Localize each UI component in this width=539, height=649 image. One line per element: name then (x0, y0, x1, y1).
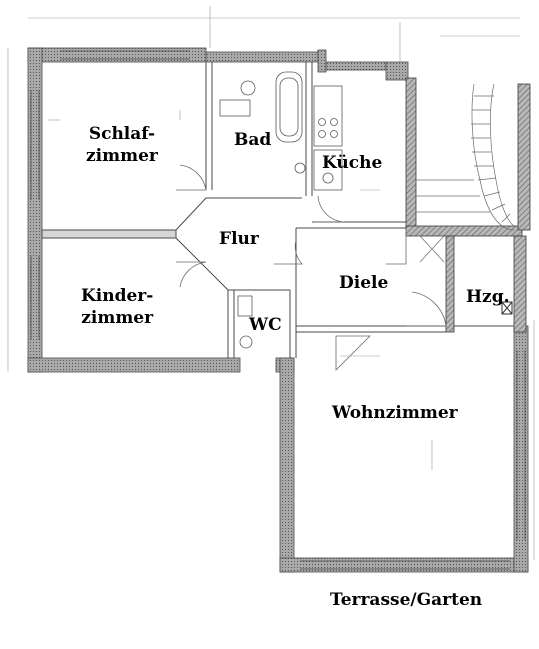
heating-symbol (501, 301, 513, 315)
room-label-schlafzimmer: Schlaf- zimmer (86, 124, 158, 166)
room-label-wc: WC (249, 315, 282, 335)
bath-fixtures (219, 71, 306, 349)
room-label-hzg: Hzg. (466, 287, 510, 307)
staircase (416, 83, 515, 263)
stair-walls (405, 77, 531, 333)
room-label-diele: Diele (339, 273, 389, 293)
room-label-wohnzimmer: Wohnzimmer (332, 403, 458, 423)
room-label-flur: Flur (219, 229, 259, 249)
room-label-bad: Bad (234, 130, 272, 150)
windows (30, 50, 526, 570)
kitchen-fixtures (313, 85, 343, 191)
door-swings (176, 164, 447, 371)
dimension-lines (7, 6, 535, 560)
room-label-terrasse: Terrasse/Garten (330, 590, 483, 610)
room-label-kinderzimmer: Kinder- zimmer (81, 286, 154, 328)
outer-walls (27, 47, 529, 573)
room-label-kueche: Küche (322, 153, 383, 173)
